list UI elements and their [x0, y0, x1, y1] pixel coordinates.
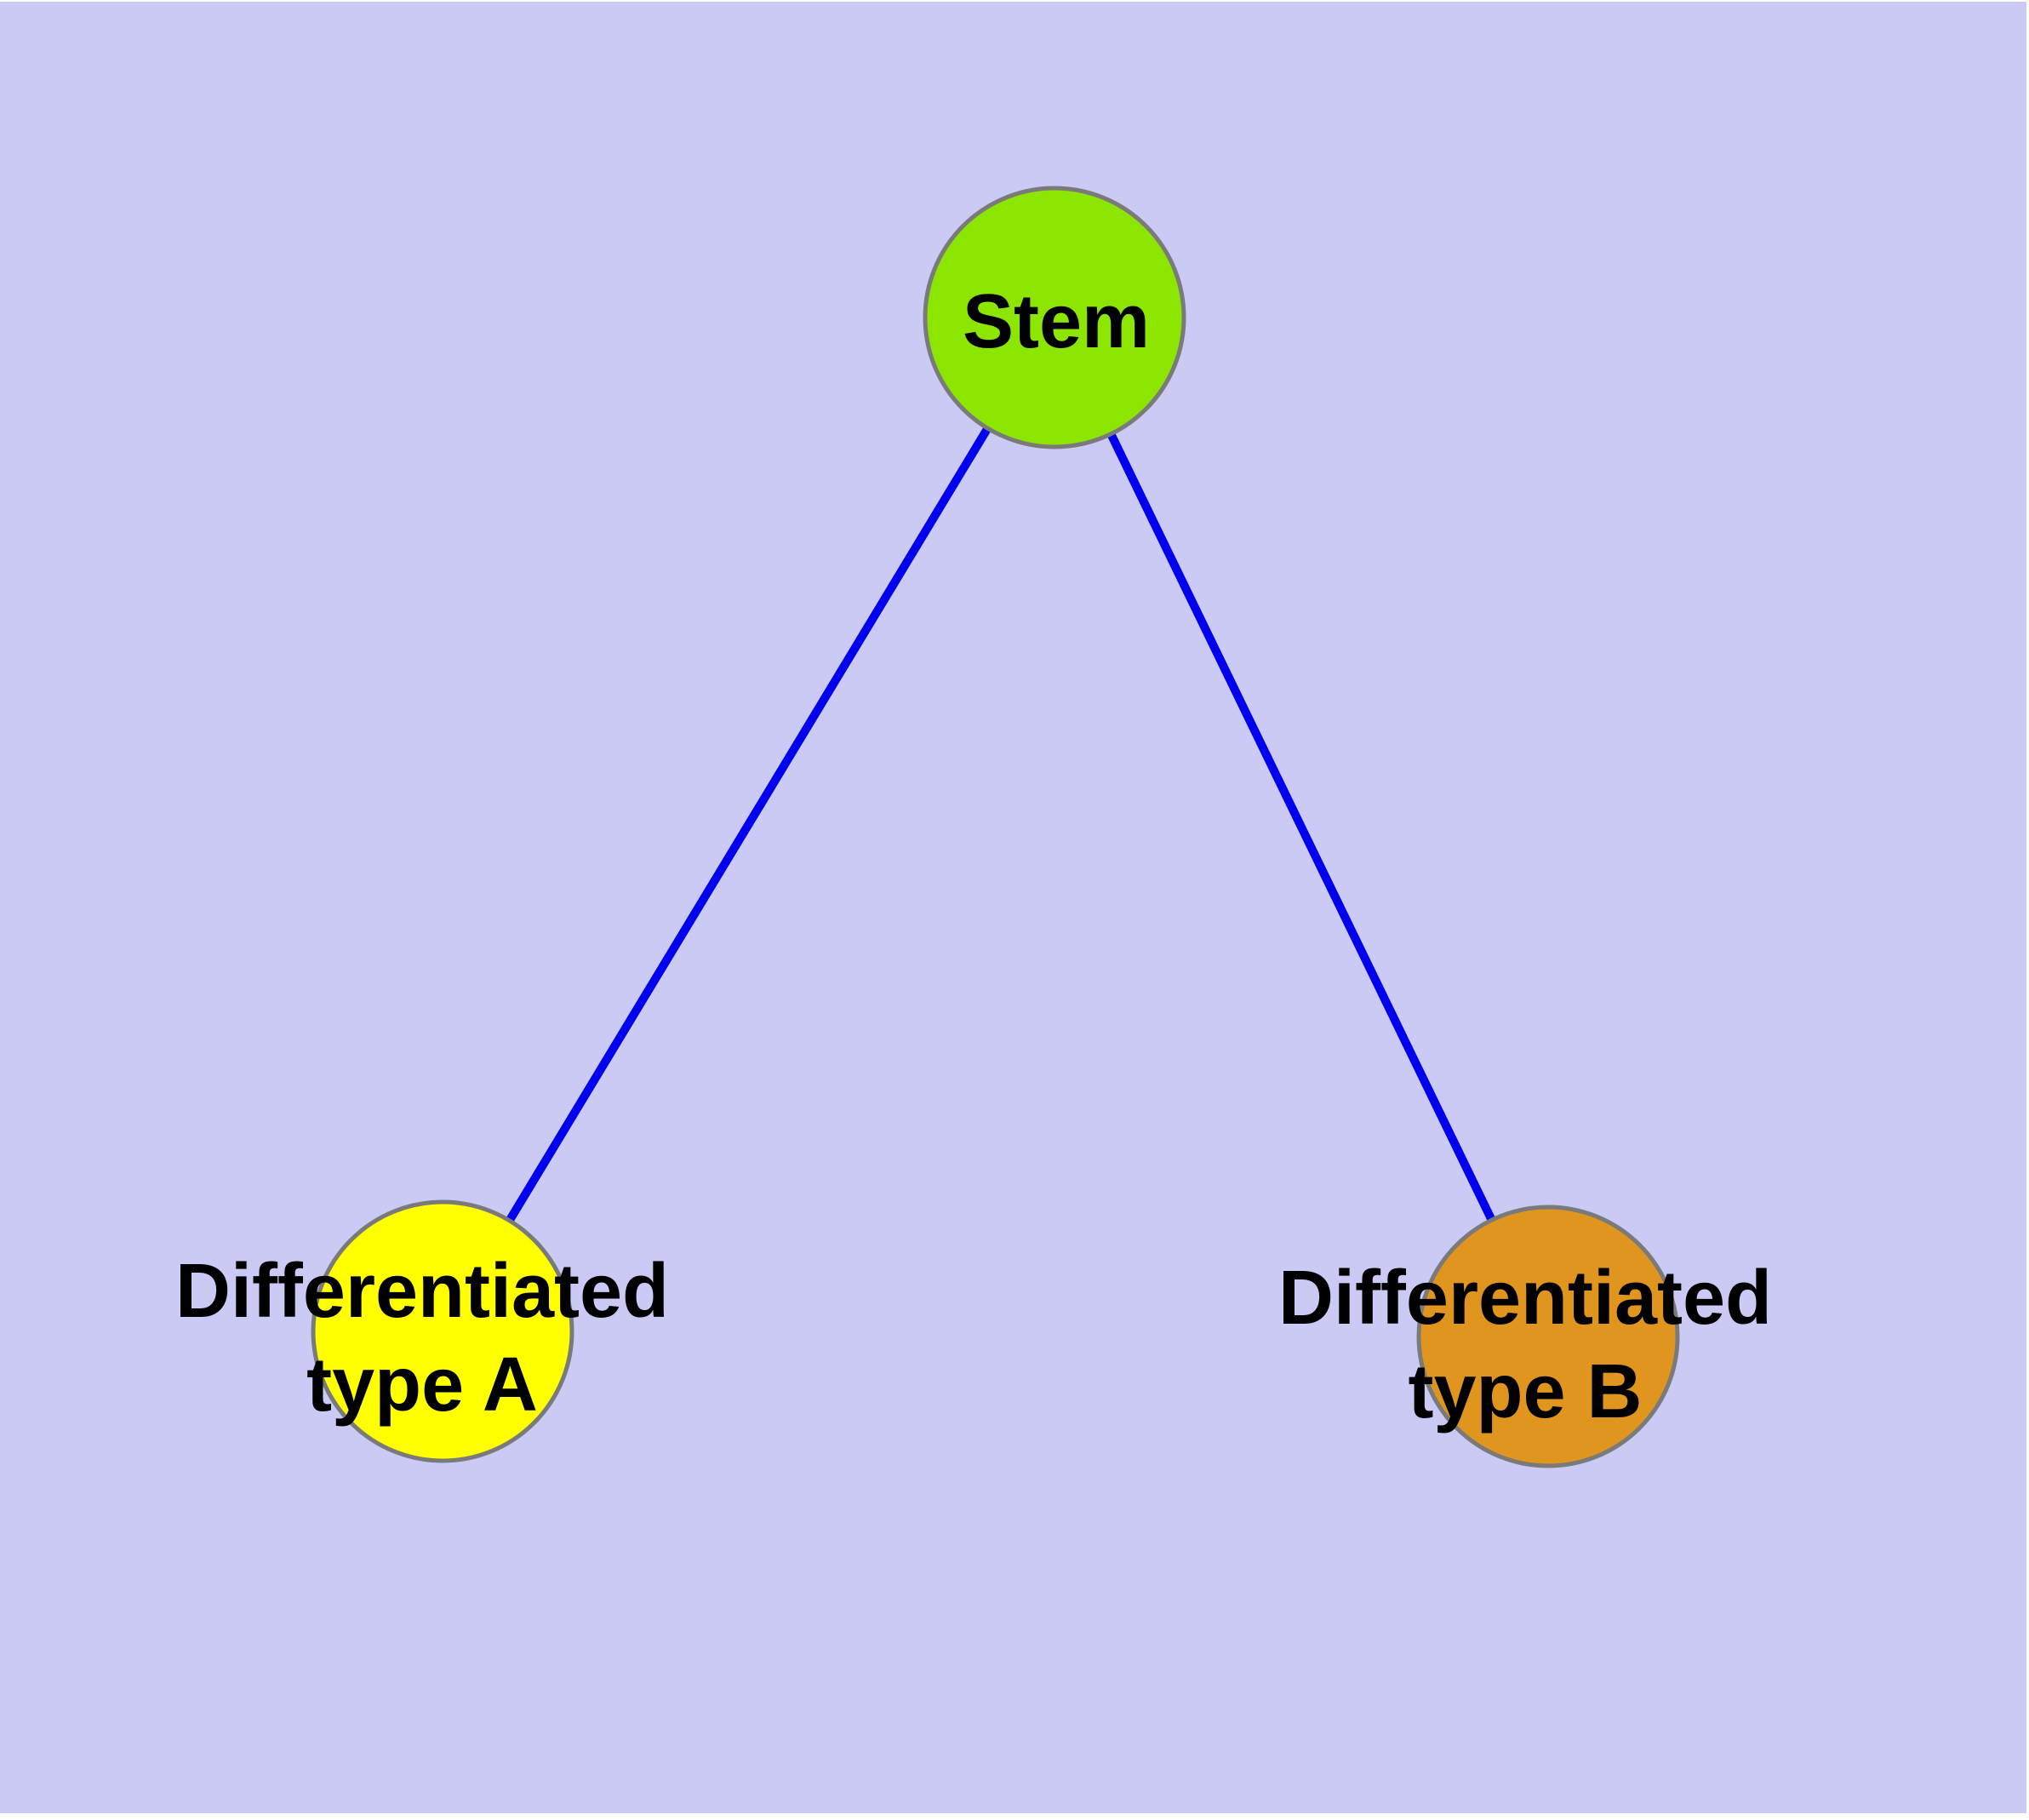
edge-stem-to-type-a — [438, 315, 1059, 1334]
type-b-node: Differentiated type B — [1278, 1205, 1772, 1468]
type-a-node-label-line2: type A — [306, 1342, 538, 1428]
type-b-node-circle — [1416, 1205, 1680, 1468]
type-b-node-label-line2: type B — [1408, 1349, 1642, 1434]
type-b-node-label-line1: Differentiated — [1278, 1256, 1772, 1341]
edge-stem-to-type-b — [1050, 315, 1552, 1339]
type-a-node-label-line1: Differentiated — [175, 1249, 669, 1334]
type-a-node: Differentiated type A — [175, 1199, 669, 1463]
stem-node-circle — [923, 186, 1186, 449]
stem-node-label: Stem — [963, 279, 1150, 364]
type-a-node-circle — [311, 1199, 574, 1463]
stem-node: Stem — [923, 186, 1186, 449]
